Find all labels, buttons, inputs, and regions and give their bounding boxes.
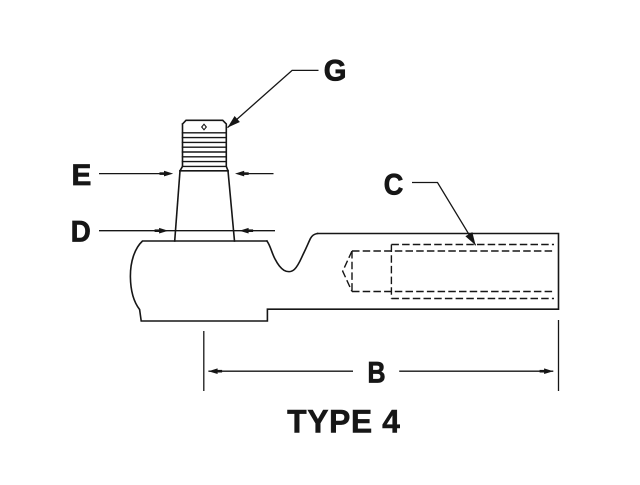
svg-text:B: B	[368, 356, 386, 389]
svg-text:E: E	[72, 159, 92, 192]
svg-text:D: D	[71, 215, 91, 248]
svg-text:TYPE 4: TYPE 4	[287, 404, 400, 440]
svg-text:C: C	[384, 169, 404, 202]
svg-text:G: G	[324, 54, 347, 87]
